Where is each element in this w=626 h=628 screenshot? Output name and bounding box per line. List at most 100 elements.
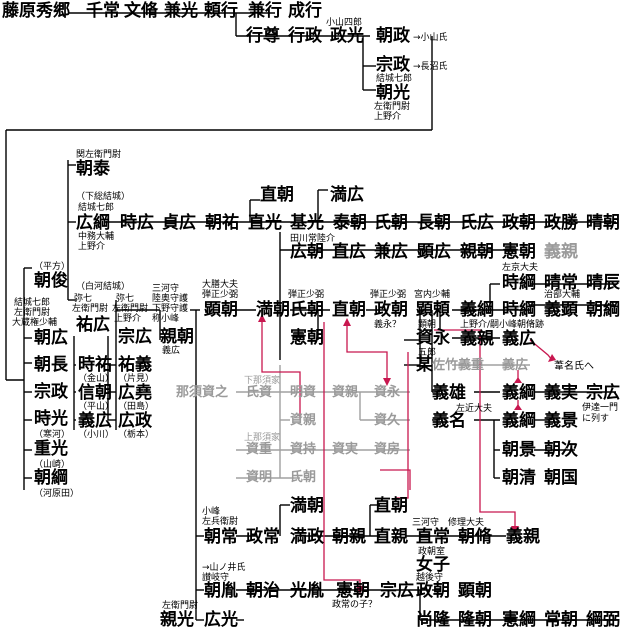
person-hiromitsu: 広光 [204,610,238,628]
person-yoshitsuna-1: 義綱 [460,300,494,320]
person-tokihiro: 時広 [120,213,154,233]
person-yoshina: 義名 [432,411,466,431]
person-daughter: 女子 [416,555,450,575]
person-asakiyo: 朝清 [502,468,536,488]
person-naotomo-1: 直朝 [260,185,294,205]
note-shirakawa-yuki: （白河結城） [76,282,131,292]
note-komine-2: 小峰 [202,507,221,517]
person-sadahiro: 貞広 [162,213,196,233]
note-jibu: 治部大輔 [544,290,581,300]
person-bou: 某 [416,355,433,375]
person-masakatsu: 政勝 [544,213,578,233]
person-sukenaga: 資永 [416,328,450,348]
note-sakon: 左近大夫 [456,404,493,414]
person-akihiro: 顕広 [417,242,451,262]
person-gyoson: 行尊 [246,26,280,46]
note-sakawa: （寒河） [34,430,71,440]
note-gorou: 五郎 [418,348,437,358]
note-oyama-clan: →小山氏 [413,33,448,43]
note-saemon-shirakawa: 左衛門尉 [72,304,109,314]
person-naotomo-2: 直朝 [332,300,366,320]
note-masatsune-son: 政常の子？ [332,600,378,610]
note-koyama-shiro: 小山四郎 [326,18,363,28]
person-nobutomo: 信朝 [78,383,112,403]
person-masatomo-3: 政朝 [416,581,450,601]
person-fumiyoshi: 文脩 [124,1,158,21]
note-kozuke-komine: 上野介/嗣小峰朝脩跡 [460,320,545,330]
person-sukeyoshi: 祐義 [118,355,152,375]
note-ashina: 葦名氏へ [554,361,594,372]
person-mitsumasa: 満政 [290,527,324,547]
person-tomomitsu: 朝光 [376,83,410,103]
person-hirotsuna: 広綱 [76,213,110,233]
note-kozuke-m: 上野介 [114,314,142,324]
person-sukehiro: 祐広 [76,315,110,335]
person-chikatomo: 親朝 [160,327,194,347]
person-sukeshige: 資重 [246,442,273,457]
person-noritsuna: 憲綱 [502,610,536,628]
person-yoshihiro-s: 義広 [78,411,112,431]
note-echigo: 越後守 [416,573,444,583]
person-naohiro: 直広 [332,242,366,262]
note-yuki-7-left: 結城七郎 [14,298,51,308]
person-asakuni: 朝国 [544,468,578,488]
person-noritomo-2: 憲朝 [290,328,324,348]
person-yoshichika-gray: 義親 [544,242,578,262]
person-ujitomo-1: 氏朝 [374,213,408,233]
person-sukefusa: 資房 [374,442,401,457]
person-yoshichika-b: 義親 [506,527,540,547]
note-shuri: 修理大夫 [448,518,485,528]
person-tsunasuke: 綱弼 [586,610,620,628]
person-mitsutane: 光胤 [290,581,324,601]
person-yoshio: 義雄 [432,383,466,403]
person-akisuke: 明資 [290,385,317,400]
person-munemasa-left: 宗政 [34,382,68,402]
note-tajima: （田島） [118,402,155,412]
note-hirakata: （平方） [34,262,71,272]
person-masatsune: 政常 [246,527,280,547]
person-tomotoshi: 朝俊 [34,271,68,291]
note-saemon: 左衛門尉 [374,102,411,112]
person-ujitomo-gray: 氏朝 [290,470,317,485]
note-sakyo: 左京大夫 [502,263,539,273]
note-akitomo-2: 顕朝 [418,320,437,330]
person-yoshizane: 義実 [544,383,578,403]
person-ujihiro: 氏広 [460,213,494,233]
note-okura: 大蔵権少輔 [12,318,58,328]
person-ujisuke: 氏資 [246,385,273,400]
person-sukechika-2: 資親 [290,413,317,428]
note-saemon-left: 左衛門尉 [14,308,51,318]
person-chikatomo-2: 親朝 [460,242,494,262]
note-danjo: 弾正少弼 [202,290,239,300]
person-naotsune: 直常 [416,527,450,547]
person-munehiro-r: 宗広 [586,383,620,403]
person-tomomasa: 朝政 [376,26,410,46]
note-naganuma-clan: →長沼氏 [413,62,448,72]
person-michitomo-2: 満朝 [290,496,324,516]
note-mikawa: 三河守 [152,284,180,294]
note-nakatsukasa: 中務大輔 [78,232,115,242]
note-katami: （片見） [118,374,155,384]
person-tomohiro-left: 朝広 [34,328,68,348]
note-hirayama: （平山） [78,402,115,412]
person-naomitsu: 直光 [248,213,282,233]
person-asatsugu: 朝次 [544,440,578,460]
note-tagawa: 田川常陸介 [290,234,336,244]
person-chikamitsu: 親光 [160,610,194,628]
note-yoshihiro-c: 義広 [162,346,181,356]
note-mikawa-2: 三河守 [412,518,440,528]
person-yoshichika: 義親 [460,329,494,349]
note-shimousa-yuki: （下総結城） [76,192,131,202]
person-noritomo-1: 憲朝 [502,242,536,262]
note-yamanoi: →山ノ井氏 [202,563,246,573]
person-yoshiaki: 義顕 [544,300,578,320]
note-seki-saemon: 関左衛門尉 [76,150,122,160]
person-yoshihiro-gray: 義広 [502,358,529,373]
person-yasutomo: 泰朝 [333,213,367,233]
person-ujitomo: 氏朝 [290,300,324,320]
person-munehiro: 宗広 [118,327,152,347]
person-munemasa: 宗政 [376,55,410,75]
person-akiyori: 顕頼 [416,300,450,320]
